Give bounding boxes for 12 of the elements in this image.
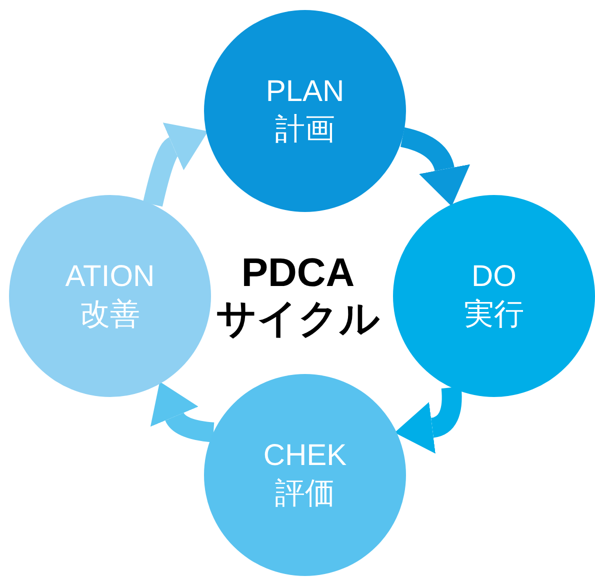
curved-arrow — [151, 383, 214, 442]
phase-label: 評価 — [275, 476, 335, 512]
phase-name: ATION — [65, 259, 155, 295]
curved-arrow — [394, 386, 462, 454]
phase-label: 改善 — [80, 297, 140, 333]
center-title: PDCA サイクル — [215, 250, 381, 342]
phase-label: 計画 — [275, 112, 335, 148]
phase-name: CHEK — [263, 438, 347, 474]
phase-name: DO — [472, 259, 516, 295]
phase-label: 実行 — [464, 297, 524, 333]
curved-arrow — [142, 124, 205, 207]
phase-name: PLAN — [266, 74, 344, 110]
